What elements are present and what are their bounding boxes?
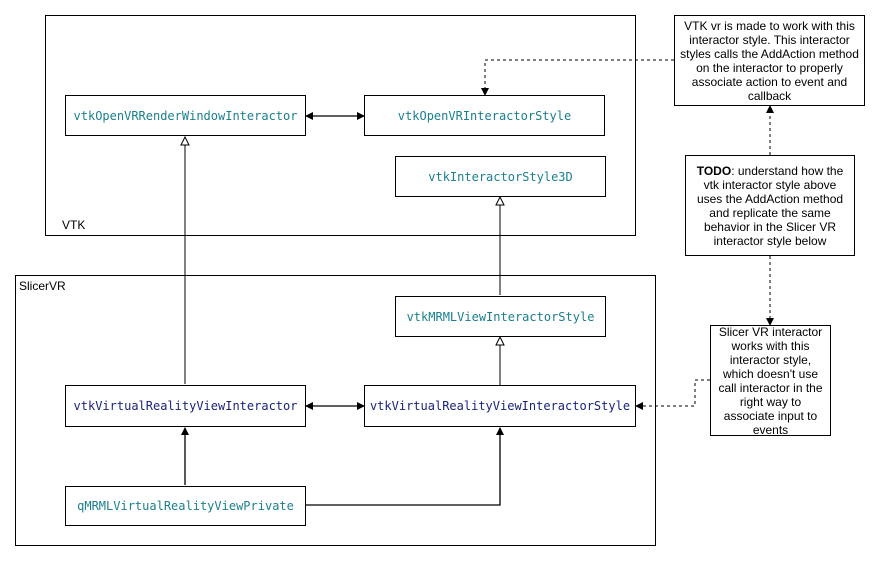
slicer-note-dashed-edge xyxy=(635,379,710,410)
note-slicer-vr-text: Slicer VR interactor works with this int… xyxy=(718,324,823,437)
vtk-group xyxy=(45,15,636,236)
class-mrml-view-interactor-style[interactable]: vtkMRMLViewInteractorStyle xyxy=(395,296,606,337)
note-vtk-vr: VTK vr is made to work with this interac… xyxy=(674,15,865,106)
class-interactor-style-3d[interactable]: vtkInteractorStyle3D xyxy=(395,156,606,197)
qmrml-to-style-edge xyxy=(306,427,504,506)
slicervr-group xyxy=(15,275,656,546)
class-qmrml-vr-view-private[interactable]: qMRMLVirtualRealityViewPrivate xyxy=(65,486,306,526)
note-todo: TODO: understand how the vtk interactor … xyxy=(685,155,855,256)
slicervr-group-label: SlicerVR xyxy=(19,279,66,293)
class-vr-view-interactor-style[interactable]: vtkVirtualRealityViewInteractorStyle xyxy=(364,385,636,427)
vtk-group-label: VTK xyxy=(62,218,86,232)
note-todo-text: TODO: understand how the vtk interactor … xyxy=(690,164,850,248)
note-vtk-vr-text: VTK vr is made to work with this interac… xyxy=(680,18,859,103)
note-todo-bold: TODO xyxy=(696,163,732,178)
class-openvr-render-window-interactor[interactable]: vtkOpenVRRenderWindowInteractor xyxy=(65,95,306,136)
class-openvr-interactor-style[interactable]: vtkOpenVRInteractorStyle xyxy=(364,95,605,136)
vtk-note-dashed-edge xyxy=(481,59,674,96)
class-vr-view-interactor[interactable]: vtkVirtualRealityViewInteractor xyxy=(65,385,306,427)
note-todo-body: : understand how the vtk interactor styl… xyxy=(696,163,844,248)
note-slicer-vr: Slicer VR interactor works with this int… xyxy=(710,324,831,437)
